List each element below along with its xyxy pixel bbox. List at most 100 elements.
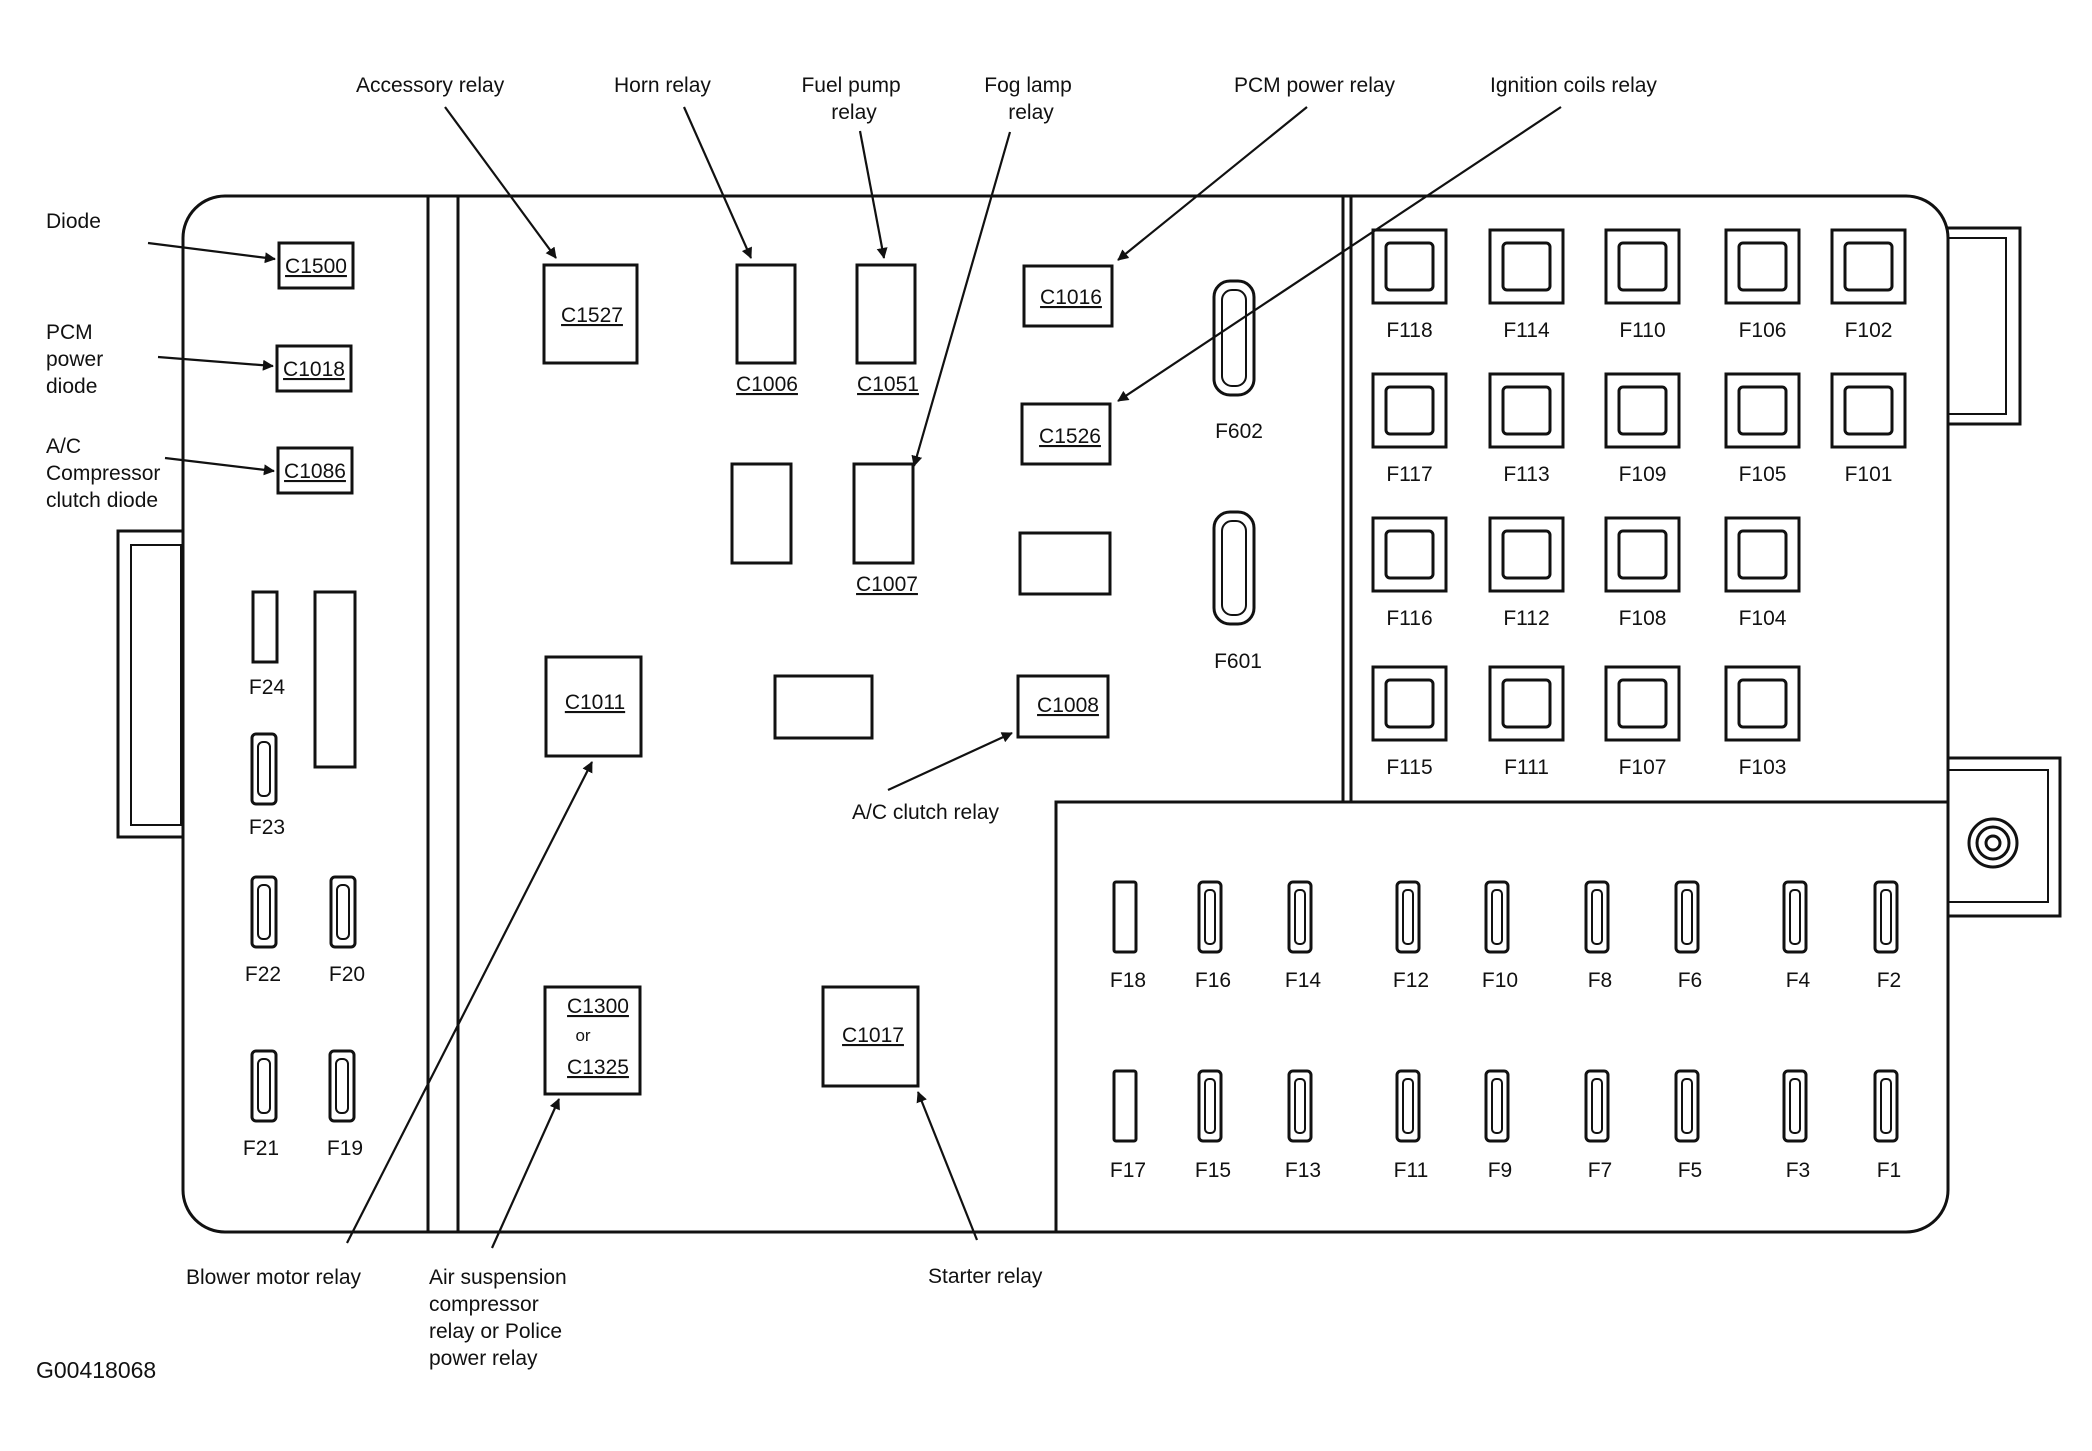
maxi-fuse-f602-label: F602 [1215, 420, 1263, 443]
fuse-f22-label: F22 [245, 963, 281, 986]
cartridge-fuse-f107-label: F107 [1619, 756, 1667, 779]
cartridge-fuse-f112 [1488, 516, 1565, 593]
callout-fuel-pump-relay-line1: Fuel pump [801, 74, 900, 97]
mini-fuse-f17-label: F17 [1110, 1159, 1146, 1182]
mini-fuse-f2 [1873, 880, 1899, 954]
cartridge-fuse-f110 [1604, 228, 1681, 305]
callout-pcm-power-diode-line1: PCM [46, 321, 93, 344]
fuel-pump-relay-c1051 [855, 263, 917, 365]
cartridge-fuse-f112-window [1501, 529, 1552, 580]
mini-fuse-f10-element [1491, 889, 1503, 945]
cartridge-fuse-f104 [1724, 516, 1801, 593]
fuse-f22 [250, 875, 278, 949]
cartridge-fuse-f105-label: F105 [1739, 463, 1787, 486]
relay-block: C1527 C1006 C1051 C1016 C1526 C1007 C101… [542, 263, 1114, 1096]
mini-fuse-f13-label: F13 [1285, 1159, 1321, 1182]
component-c1051-label: C1051 [857, 373, 919, 396]
mini-fuse-f13 [1287, 1069, 1313, 1143]
callout-air-suspension-line3: relay or Police [429, 1320, 562, 1343]
cartridge-fuse-f114 [1488, 228, 1565, 305]
arrow-accessory-relay [444, 106, 557, 259]
fog-lamp-relay-c1007 [852, 462, 915, 565]
cartridge-fuse-f115 [1371, 665, 1448, 742]
arrow-fuel-pump-relay [858, 130, 888, 259]
ac-compressor-diode-c1086 [276, 446, 354, 495]
cartridge-fuse-f108 [1604, 516, 1681, 593]
cartridge-fuse-f112-label: F112 [1503, 607, 1549, 630]
left-mounting-tab [116, 529, 190, 839]
cartridge-fuse-f102 [1830, 228, 1907, 305]
component-c1017-label: C1017 [842, 1024, 904, 1047]
mounting-bolt [1967, 817, 2019, 869]
maxi-fuse-f601 [1212, 510, 1256, 626]
mini-fuse-f12-label: F12 [1393, 969, 1429, 992]
mini-fuse-f2-element [1880, 889, 1892, 945]
maxi-fuse-f601-element [1221, 520, 1247, 616]
mini-fuse-f11-label: F11 [1394, 1159, 1429, 1182]
callout-air-suspension-line1: Air suspension [429, 1266, 567, 1289]
mounting-bolt-center [1984, 834, 2002, 852]
mini-fuse-f8-label: F8 [1588, 969, 1613, 992]
ignition-coils-relay-c1526 [1020, 402, 1112, 466]
mini-fuse-f17 [1112, 1069, 1138, 1143]
mini-fuse-f4-element [1789, 889, 1801, 945]
component-c1527-label: C1527 [561, 304, 623, 327]
component-c1007-label: C1007 [856, 573, 918, 596]
cartridge-fuse-f116 [1371, 516, 1448, 593]
cartridge-fuse-f117-window [1384, 385, 1435, 436]
callout-fuel-pump-relay: Fuel pump relay [801, 74, 906, 124]
arrow-ac-compressor-diode [164, 456, 275, 476]
mini-fuse-f6 [1674, 880, 1700, 954]
mini-fuse-f2-label: F2 [1877, 969, 1902, 992]
cartridge-fuse-f117-label: F117 [1386, 463, 1432, 486]
spare-fuse-slot-long [313, 590, 357, 769]
cartridge-fuse-f109 [1604, 372, 1681, 449]
fuse-f20 [329, 875, 357, 949]
mini-fuse-f1-element [1880, 1078, 1892, 1134]
unlabeled-relay-center [773, 674, 874, 740]
mini-fuse-f9 [1484, 1069, 1510, 1143]
cartridge-fuse-f102-label: F102 [1845, 319, 1893, 342]
fuse-f21 [250, 1049, 278, 1123]
callout-air-suspension-line4: power relay [429, 1347, 538, 1370]
component-c1018-label: C1018 [283, 358, 345, 381]
callout-ac-compressor-diode: A/C Compressor clutch diode [46, 435, 166, 512]
mini-fuse-f15-label: F15 [1195, 1159, 1231, 1182]
arrow-fog-lamp-relay [911, 131, 1012, 467]
mini-fuse-f4 [1782, 880, 1808, 954]
left-fuse-block: F24 F23 F22 F20 F21 F19 [243, 590, 365, 1160]
mini-fuse-f9-element [1491, 1078, 1503, 1134]
mini-fuse-panel-outline [1054, 800, 1948, 1232]
mini-fuse-f15-element [1204, 1078, 1216, 1134]
arrow-horn-relay [682, 106, 753, 259]
cartridge-fuse-f101 [1830, 372, 1907, 449]
mini-fuse-f18 [1112, 880, 1138, 954]
mini-fuse-f5-element [1681, 1078, 1693, 1134]
accessory-relay-c1527 [542, 263, 639, 365]
cartridge-fuse-f103 [1724, 665, 1801, 742]
mini-fuse-f5 [1674, 1069, 1700, 1143]
cartridge-fuse-f106 [1724, 228, 1801, 305]
cartridge-fuse-f109-window [1617, 385, 1668, 436]
ac-clutch-relay-c1008 [1016, 674, 1110, 739]
callout-horn-relay: Horn relay [614, 74, 711, 97]
cartridge-fuse-f101-window [1843, 385, 1894, 436]
cartridge-fuse-f118 [1371, 228, 1448, 305]
callout-ignition-coils-relay: Ignition coils relay [1490, 74, 1657, 97]
fuse-f23-label: F23 [249, 816, 285, 839]
cartridge-fuse-f114-label: F114 [1503, 319, 1550, 342]
callout-fog-lamp-relay-line1: Fog lamp [984, 74, 1072, 97]
cartridge-fuse-f108-window [1617, 529, 1668, 580]
left-mounting-tab-inner [130, 544, 182, 826]
component-c1011-label: C1011 [565, 691, 625, 714]
cartridge-fuse-f116-label: F116 [1386, 607, 1432, 630]
cartridge-fuse-f111-window [1501, 678, 1552, 729]
mini-fuse-f16 [1197, 880, 1223, 954]
arrow-starter-relay [916, 1091, 979, 1241]
arrow-pcm-power-diode [157, 355, 274, 371]
maxi-fuse-f602 [1212, 279, 1256, 397]
cartridge-fuse-f104-window [1737, 529, 1788, 580]
callout-starter-relay: Starter relay [928, 1265, 1043, 1288]
mini-fuse-f9-label: F9 [1488, 1159, 1513, 1182]
